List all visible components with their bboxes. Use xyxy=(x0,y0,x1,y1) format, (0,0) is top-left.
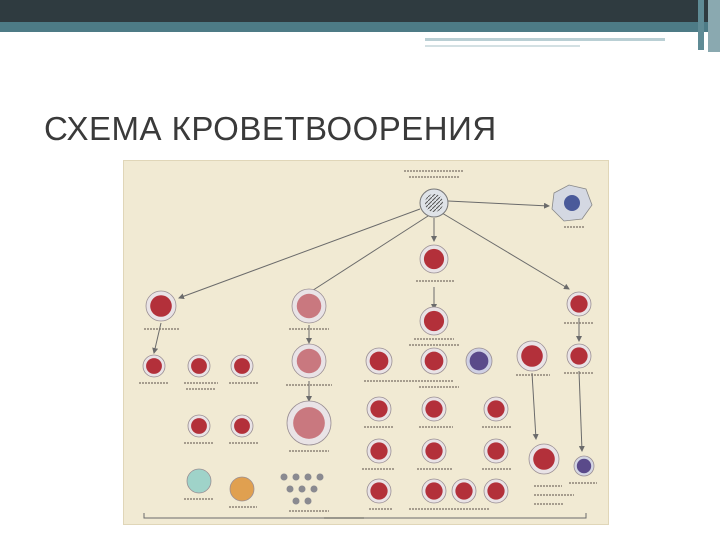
platelet-cell xyxy=(292,473,300,481)
prolymphocyte-cell-nucleus xyxy=(521,345,543,367)
platelet-cell xyxy=(304,497,312,505)
platelet-cell xyxy=(316,473,324,481)
arrow xyxy=(447,200,550,209)
arrow xyxy=(531,372,539,440)
arrow-group xyxy=(152,200,585,452)
platelet-cell xyxy=(286,485,294,493)
arrow xyxy=(578,370,585,452)
segmented-granulocyte-cell-nucleus xyxy=(455,482,473,500)
megakaryoblast-cell-nucleus xyxy=(296,293,322,319)
stem-cell-nucleus xyxy=(425,194,443,212)
myelocyte-b-cell-nucleus xyxy=(425,400,443,418)
promyelocyte-a-cell-nucleus xyxy=(369,351,389,371)
monoblast-cell-nucleus xyxy=(570,295,588,313)
lymphocyte-cell-nucleus xyxy=(533,448,555,470)
accent-line xyxy=(425,38,665,41)
oxyphilic-normoblast-cell-nucleus xyxy=(234,418,250,434)
basophil-cell-nucleus xyxy=(487,482,505,500)
platelet-cell xyxy=(304,473,312,481)
accent-line-short xyxy=(425,45,580,47)
basophilic-erythroblast-cell-nucleus xyxy=(146,358,162,374)
band-granulocyte-a-cell-nucleus xyxy=(370,482,388,500)
header-accent-bar xyxy=(0,22,720,32)
platelet-cell xyxy=(298,485,306,493)
corner-accent-light xyxy=(708,0,720,52)
arrow xyxy=(152,322,162,354)
myelocyte-a-cell-nucleus xyxy=(370,400,388,418)
metamyelocyte-a-cell-nucleus xyxy=(370,442,388,460)
polychromatic-normoblast-cell-nucleus xyxy=(191,418,207,434)
label-group xyxy=(139,170,597,512)
lymphoid-progenitor-cell-nucleus xyxy=(423,248,445,270)
slide-title: СХЕМА КРОВЕТВООРЕНИЯ xyxy=(44,110,497,147)
promonocyte-cell-nucleus xyxy=(570,347,588,365)
metamyelocyte-c-cell-nucleus xyxy=(487,442,505,460)
arrow xyxy=(441,212,570,290)
platelet-cell xyxy=(280,473,288,481)
promyelocyte-c-cell-nucleus xyxy=(469,351,489,371)
megakaryocyte-cell-nucleus xyxy=(293,407,325,439)
platelet-cell xyxy=(292,497,300,505)
arrow xyxy=(178,208,421,300)
promegakaryocyte-cell-nucleus xyxy=(296,348,322,374)
cell-group xyxy=(142,184,595,505)
monocyte-cell-nucleus xyxy=(576,458,592,474)
reticulocyte-cell xyxy=(186,468,212,494)
arrow xyxy=(303,215,429,297)
myelocyte-c-cell-nucleus xyxy=(487,400,505,418)
header-bar xyxy=(0,0,720,22)
macrophage-nucleus xyxy=(564,195,580,211)
platelet-cell xyxy=(310,485,318,493)
bottom-bracket xyxy=(143,513,587,519)
band-granulocyte-b-cell-nucleus xyxy=(425,482,443,500)
hematopoiesis-diagram xyxy=(123,160,609,525)
erythroid-progenitor-cell-nucleus xyxy=(150,295,172,317)
corner-accent xyxy=(698,0,704,50)
erythrocyte-cell xyxy=(229,476,255,502)
promyelocyte-b-cell-nucleus xyxy=(424,351,444,371)
oxyphilic-cell-nucleus xyxy=(234,358,250,374)
metamyelocyte-b-cell-nucleus xyxy=(425,442,443,460)
hematopoiesis-scheme xyxy=(139,170,597,519)
normoblast-cell-nucleus xyxy=(191,358,207,374)
myeloblast-cell-nucleus xyxy=(423,310,445,332)
